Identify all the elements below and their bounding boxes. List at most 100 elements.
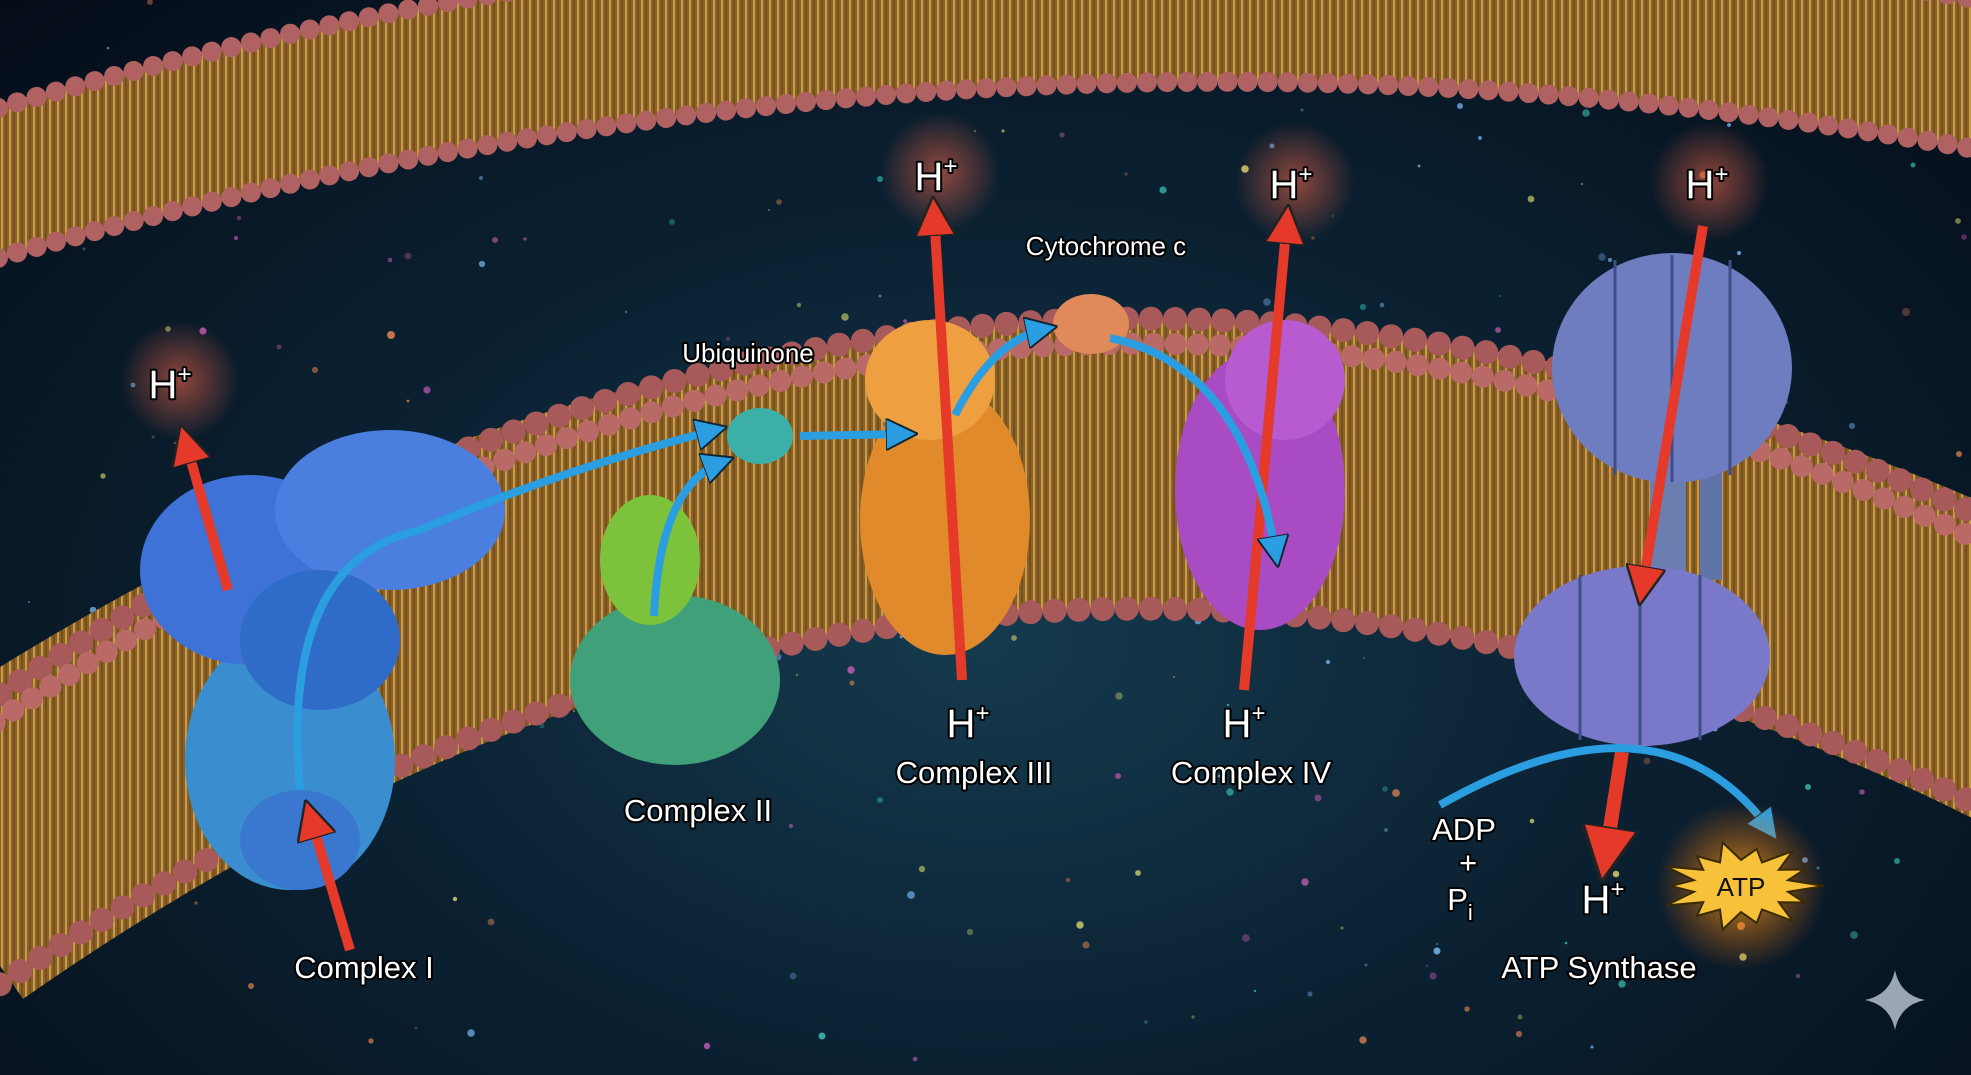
particle bbox=[100, 473, 106, 479]
electron-arrow-atp bbox=[1438, 744, 1770, 830]
particle bbox=[387, 331, 395, 339]
electron-arrow-complex-3 bbox=[951, 329, 1045, 417]
particle bbox=[1607, 257, 1613, 263]
proton-label-atp-top: H+ bbox=[1686, 161, 1729, 207]
particle bbox=[789, 972, 797, 980]
particle bbox=[1082, 941, 1090, 949]
particle bbox=[1417, 164, 1421, 168]
particle bbox=[423, 386, 431, 394]
particle bbox=[1894, 858, 1900, 864]
particle bbox=[1529, 818, 1535, 824]
particle bbox=[1135, 870, 1141, 876]
proton-arrows bbox=[185, 212, 1708, 952]
particle bbox=[1364, 963, 1368, 967]
particle bbox=[1435, 942, 1439, 946]
particle bbox=[1065, 877, 1071, 883]
particle bbox=[966, 928, 974, 936]
proton-arrow-atp-synthase-bottom bbox=[1605, 750, 1622, 860]
proton-arrow-atp-synthase-top bbox=[1642, 225, 1708, 590]
particle bbox=[1263, 298, 1271, 306]
particle bbox=[478, 260, 486, 268]
particle bbox=[387, 257, 393, 263]
particle bbox=[28, 601, 30, 603]
particle bbox=[1301, 878, 1309, 886]
particle bbox=[106, 46, 110, 50]
particle bbox=[194, 901, 198, 905]
proton-arrow-complex-3 bbox=[934, 212, 967, 681]
particle bbox=[1226, 788, 1234, 796]
electron-arrow-ubiquinone bbox=[799, 434, 905, 436]
particle bbox=[1191, 1015, 1195, 1019]
particle bbox=[1392, 789, 1400, 797]
particle bbox=[236, 215, 242, 221]
particle bbox=[1805, 784, 1811, 790]
cytochrome-c-label: Cytochrome c bbox=[1026, 231, 1186, 261]
particle bbox=[776, 199, 782, 205]
particle bbox=[725, 336, 731, 342]
particle bbox=[1956, 451, 1962, 457]
electron-arrows bbox=[293, 329, 1771, 830]
particle bbox=[907, 891, 915, 899]
electron-arrow-complex-2 bbox=[650, 462, 722, 617]
particle bbox=[818, 1032, 826, 1040]
complex-4-label: Complex IV bbox=[1171, 755, 1332, 790]
proton-label-complex-3-top: H+ bbox=[915, 153, 958, 199]
particle bbox=[899, 635, 903, 639]
particle bbox=[918, 865, 926, 873]
particle bbox=[1144, 1020, 1148, 1024]
particle bbox=[1795, 973, 1801, 979]
particle bbox=[248, 983, 254, 989]
particle bbox=[1457, 103, 1463, 109]
particle bbox=[151, 435, 155, 439]
particle bbox=[467, 1029, 475, 1037]
particle bbox=[1359, 1036, 1367, 1044]
particle bbox=[368, 1038, 374, 1044]
proton-label-complex-1: H+ bbox=[149, 361, 192, 407]
ubiquinone-molecule bbox=[727, 408, 793, 464]
particle bbox=[1011, 635, 1017, 641]
particle bbox=[487, 918, 495, 926]
particle bbox=[492, 237, 498, 243]
proton-labels: H+ H+ H+ H+ H+ H+ H+ bbox=[147, 151, 1731, 924]
particle bbox=[1582, 109, 1590, 117]
particle bbox=[1902, 308, 1910, 316]
electron-arrow-complex-1 bbox=[293, 430, 716, 791]
particle bbox=[1527, 195, 1535, 203]
particle bbox=[1382, 786, 1388, 792]
complex-3-protein bbox=[860, 320, 1030, 655]
particle bbox=[1515, 1030, 1523, 1038]
particle bbox=[1517, 1014, 1523, 1020]
particle bbox=[404, 252, 412, 260]
proton-arrow-complex-1-out bbox=[185, 440, 233, 592]
particle bbox=[1618, 980, 1626, 988]
particle bbox=[1961, 234, 1967, 240]
particle bbox=[478, 175, 484, 181]
proton-label-complex-3-bottom: H+ bbox=[947, 700, 990, 746]
particle bbox=[414, 1026, 418, 1030]
particle bbox=[523, 237, 527, 241]
particle bbox=[1955, 218, 1961, 224]
particle bbox=[878, 294, 882, 298]
complex-2-label: Complex II bbox=[624, 793, 772, 828]
particle bbox=[1226, 703, 1230, 707]
proton-label-complex-4-top: H+ bbox=[1270, 161, 1313, 207]
particle bbox=[276, 344, 282, 350]
particle bbox=[147, 0, 153, 5]
particle bbox=[669, 219, 675, 225]
electron-arrow-cytochrome-c bbox=[1109, 334, 1276, 555]
particle bbox=[1598, 253, 1606, 261]
particle bbox=[1124, 172, 1128, 176]
outer-membrane bbox=[0, 0, 1971, 268]
particle bbox=[1379, 302, 1385, 308]
particle bbox=[703, 1042, 711, 1050]
particle bbox=[1580, 182, 1584, 186]
atp-label: ATP bbox=[1717, 872, 1766, 902]
particle bbox=[796, 302, 802, 308]
particle bbox=[877, 797, 883, 803]
cytochrome-c-molecule bbox=[1053, 294, 1129, 354]
particle bbox=[847, 666, 855, 674]
particle bbox=[1359, 303, 1367, 311]
plus-label: + bbox=[1459, 845, 1477, 880]
particle bbox=[1076, 921, 1084, 929]
